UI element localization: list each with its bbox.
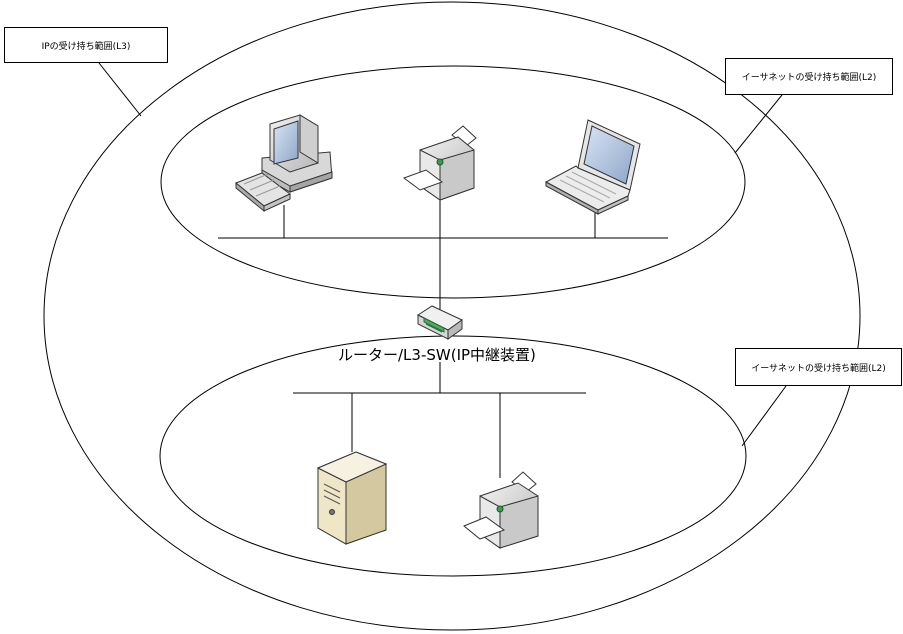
printer-icon xyxy=(402,125,477,201)
laptop-icon xyxy=(544,119,641,215)
ethernet-range-callout-bottom: イーサネットの受け持ち範囲(L2) xyxy=(735,348,902,386)
ip-range-ellipse xyxy=(43,1,861,631)
ip-range-callout: IPの受け持ち範囲(L3) xyxy=(4,27,168,63)
router-label: ルーター/L3-SW(IP中継装置) xyxy=(338,346,536,364)
desktop-pc-icon xyxy=(235,114,333,213)
printer-icon xyxy=(463,471,539,549)
router-icon xyxy=(416,305,463,340)
callout-leader-ip xyxy=(98,62,142,117)
ethernet-range-callout-top: イーサネットの受け持ち範囲(L2) xyxy=(725,58,893,95)
callout-leader-l2-top xyxy=(734,94,783,154)
ethernet-range-ellipse-bottom xyxy=(159,335,747,577)
server-icon xyxy=(316,451,388,545)
callout-leader-l2-bottom xyxy=(741,385,787,447)
ethernet-range-ellipse-top xyxy=(160,65,746,299)
